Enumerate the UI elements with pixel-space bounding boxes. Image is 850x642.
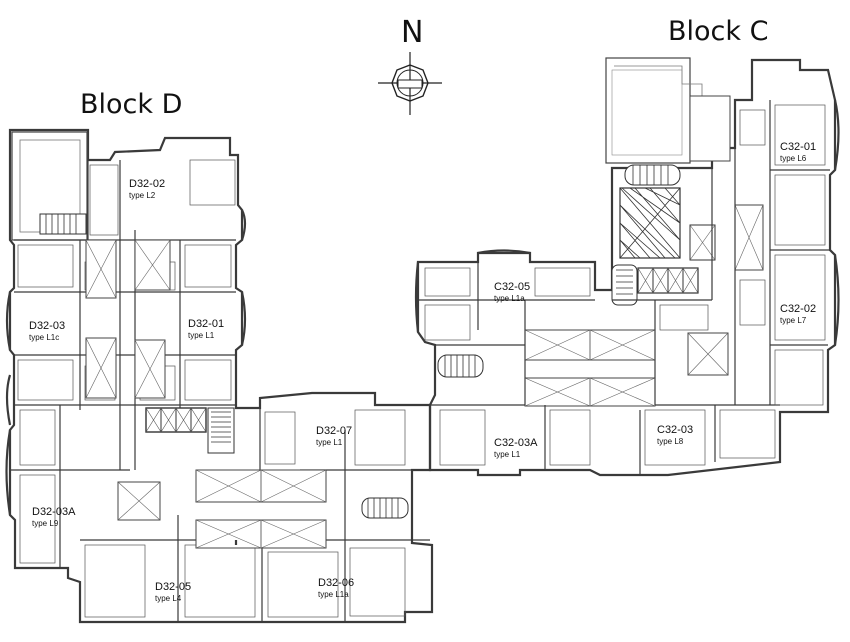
stair-d-top (39, 213, 87, 235)
block-d-plan (5, 128, 434, 624)
unit-d32-03a: D32-03A type L9 (32, 506, 76, 528)
unit-c32-01: C32-01 type L6 (780, 141, 816, 163)
lift-core-d (145, 407, 235, 454)
block-c-plan (414, 57, 840, 477)
svg-text:type L1: type L1 (316, 438, 343, 447)
svg-text:type L1a: type L1a (318, 590, 349, 599)
north-label: N (401, 15, 423, 50)
block-labels: Block D Block C (80, 16, 768, 120)
unit-d32-05: D32-05 type L4 (155, 581, 191, 603)
svg-text:type L7: type L7 (780, 316, 807, 325)
svg-text:type L1a: type L1a (494, 294, 525, 303)
stair-d-right (361, 497, 409, 519)
lift-core-c (611, 264, 699, 306)
block-c-title: Block C (668, 16, 768, 47)
unit-d32-06: D32-06 type L1a (318, 577, 354, 599)
svg-text:D32-03A: D32-03A (32, 506, 76, 518)
svg-text:C32-03A: C32-03A (494, 437, 538, 449)
svg-text:type L9: type L9 (32, 519, 59, 528)
svg-text:type L1: type L1 (188, 331, 215, 340)
svg-text:C32-05: C32-05 (494, 281, 530, 293)
stair-c-top (624, 164, 681, 186)
svg-text:C32-03: C32-03 (657, 424, 693, 436)
unit-c32-03: C32-03 type L8 (657, 424, 693, 446)
svg-text:C32-01: C32-01 (780, 141, 816, 153)
svg-text:type L2: type L2 (129, 191, 156, 200)
unit-d32-07: D32-07 type L1 (316, 425, 352, 447)
roof-terrace-c (605, 57, 691, 164)
unit-c32-02: C32-02 type L7 (780, 303, 816, 325)
stair-c-left (437, 354, 484, 378)
svg-text:type L1: type L1 (494, 450, 521, 459)
block-d-title: Block D (80, 89, 182, 120)
block-c-outline (416, 58, 837, 477)
svg-text:type L4: type L4 (155, 594, 182, 603)
svg-text:D32-06: D32-06 (318, 577, 354, 589)
unit-d32-03: D32-03 type L1c (29, 320, 65, 342)
lift-grid-c (619, 187, 716, 261)
unit-c32-03a: C32-03A type L1 (494, 437, 538, 459)
svg-text:C32-02: C32-02 (780, 303, 816, 315)
north-compass-icon: N (378, 15, 442, 115)
svg-text:D32-03: D32-03 (29, 320, 65, 332)
svg-text:type L6: type L6 (780, 154, 807, 163)
svg-text:D32-07: D32-07 (316, 425, 352, 437)
svg-text:D32-05: D32-05 (155, 581, 191, 593)
unit-d32-02: D32-02 type L2 (129, 178, 165, 200)
svg-text:D32-01: D32-01 (188, 318, 224, 330)
block-d-outline (8, 128, 434, 624)
svg-text:D32-02: D32-02 (129, 178, 165, 190)
unit-c32-05: C32-05 type L1a (494, 281, 530, 303)
unit-d32-01: D32-01 type L1 (188, 318, 224, 340)
svg-text:type L1c: type L1c (29, 333, 59, 342)
svg-text:type L8: type L8 (657, 437, 684, 446)
unit-labels: D32-02 type L2 D32-03 type L1c D32-01 ty… (29, 141, 816, 603)
